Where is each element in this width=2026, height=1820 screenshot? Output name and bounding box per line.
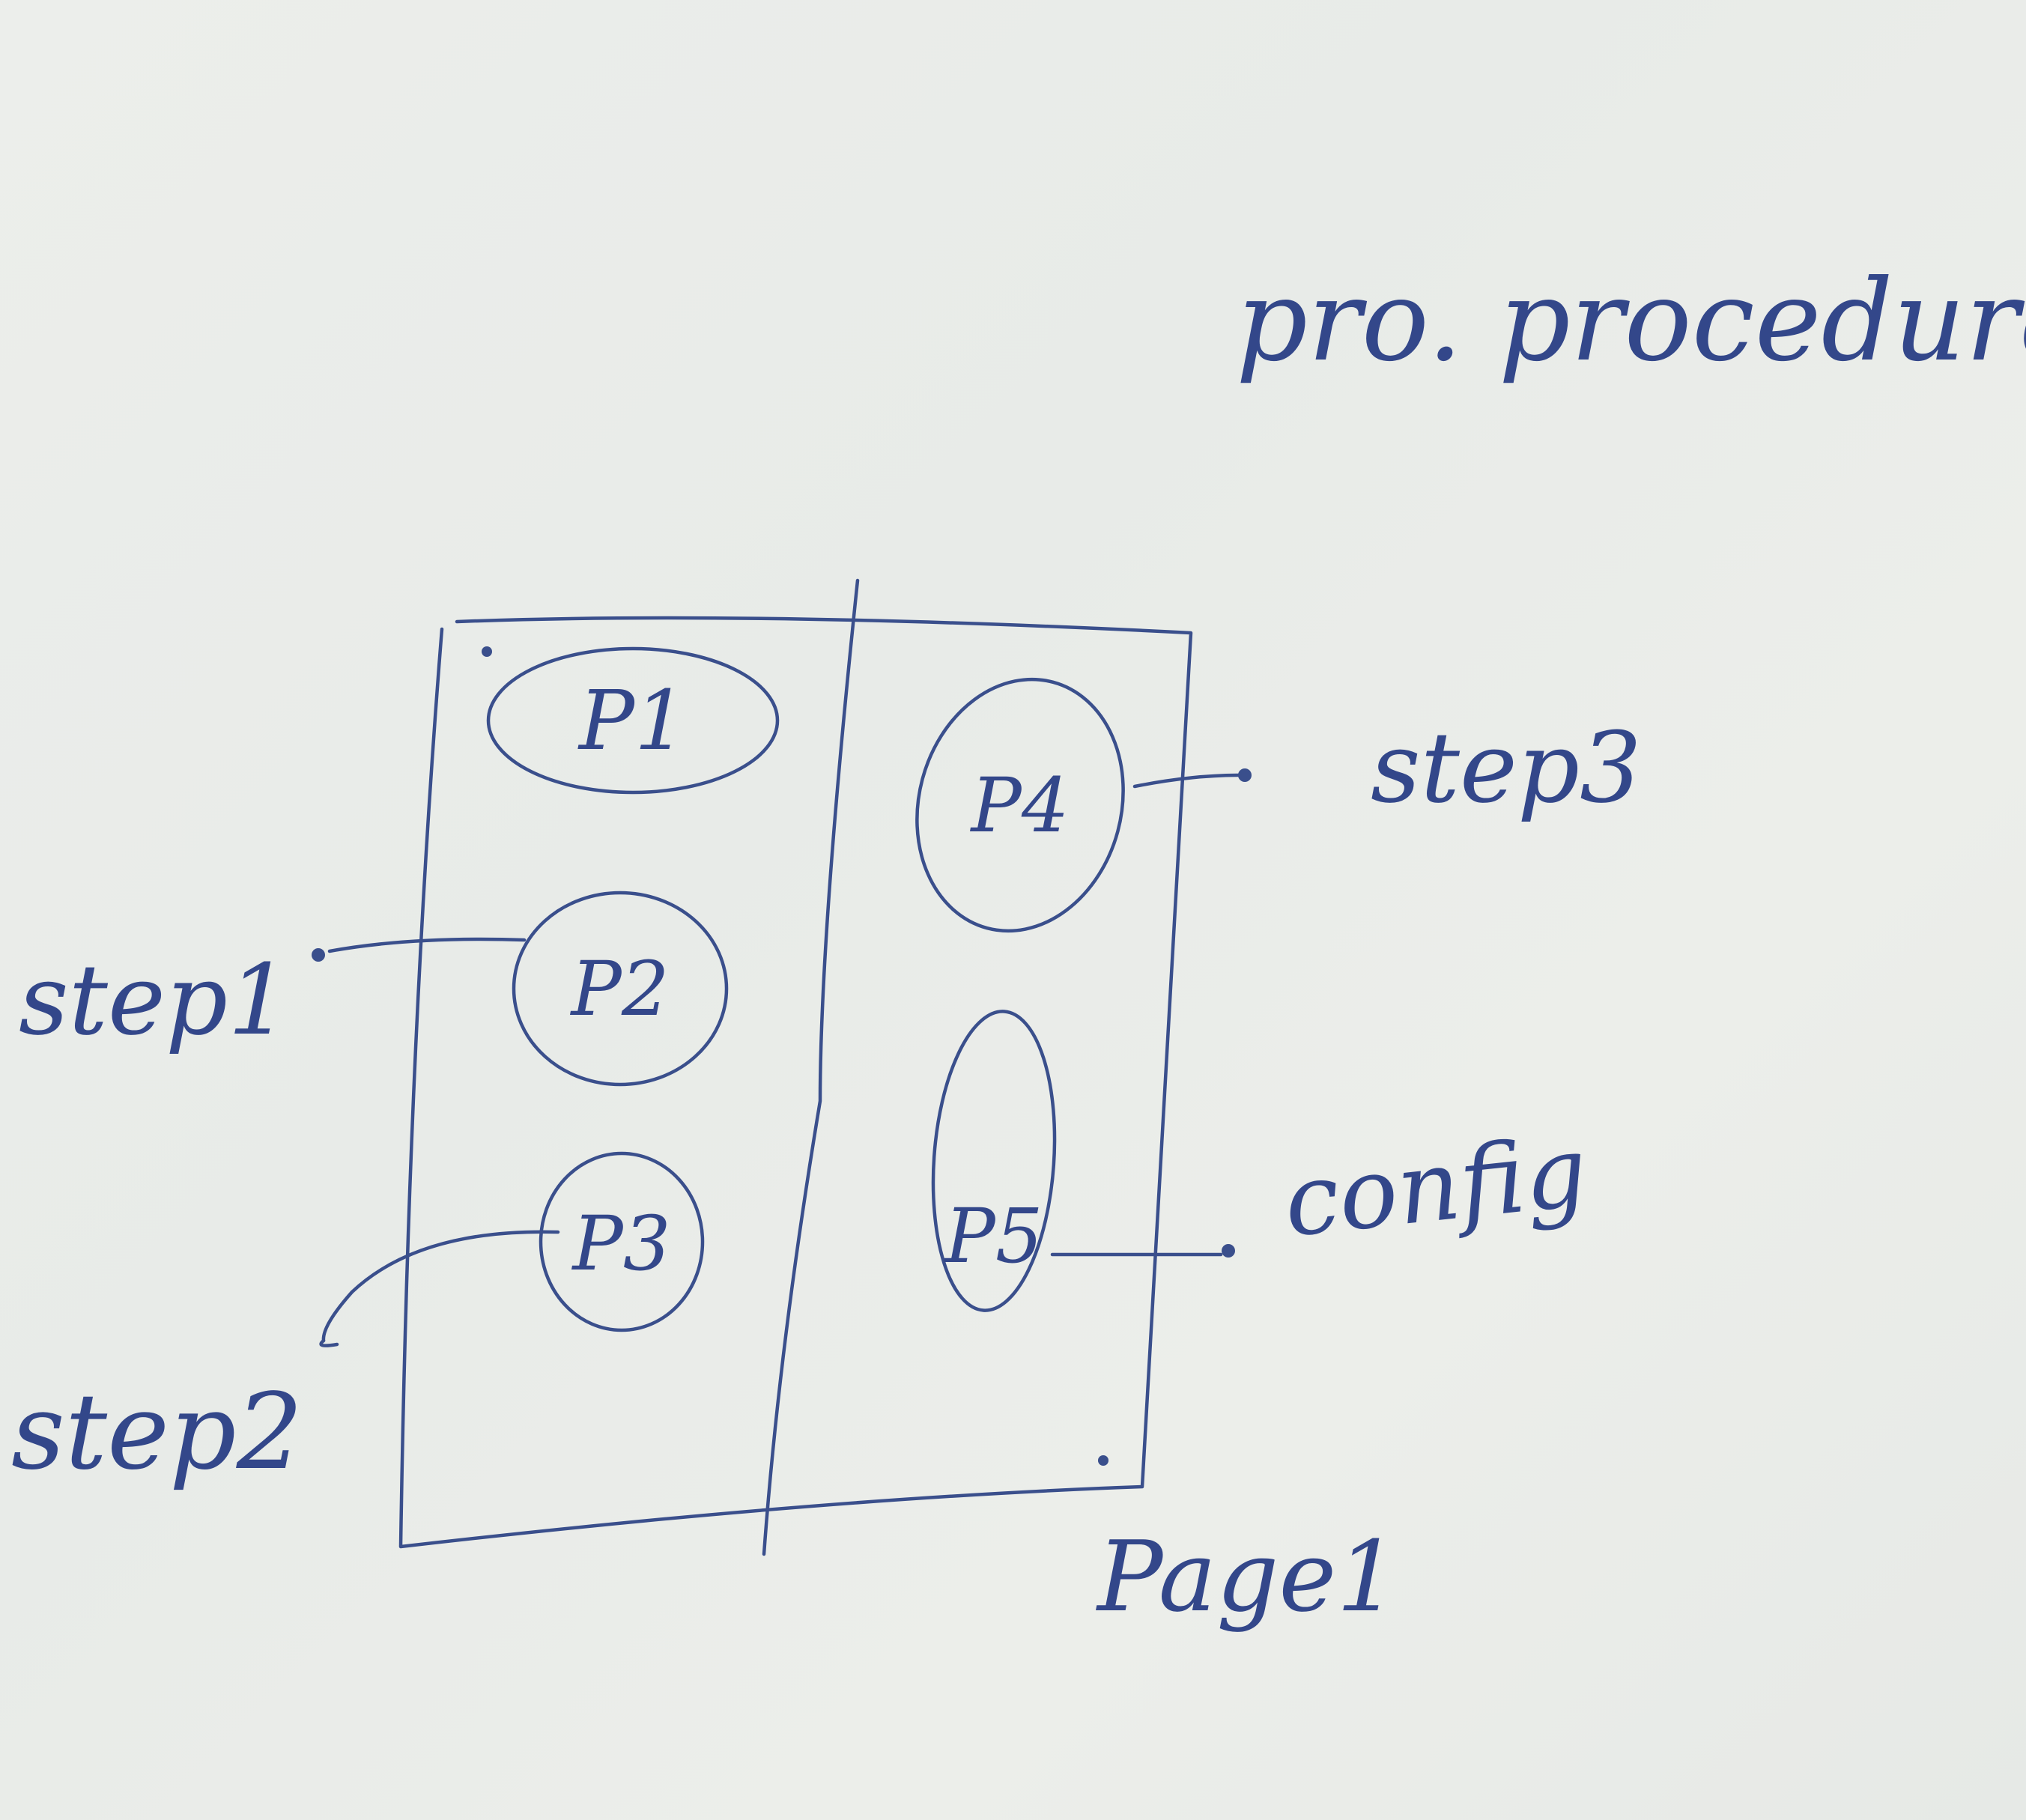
node-p5: P5: [931, 1010, 1057, 1312]
page-outline: [398, 616, 1193, 1549]
node-p3-label: P3: [571, 1200, 671, 1287]
node-p2: P2: [512, 891, 729, 1087]
node-p1-ellipse: [486, 646, 780, 795]
node-p4-label: P4: [970, 762, 1070, 849]
title-text: pro. procedures: [1236, 256, 2026, 386]
node-p2-ellipse: [512, 891, 729, 1087]
connector-step3: [1132, 773, 1242, 789]
node-p5-label: P5: [944, 1192, 1043, 1280]
step3-label: step3: [1371, 711, 1642, 825]
node-p1-label: P1: [577, 673, 687, 768]
corner-dot-top: [482, 646, 492, 657]
connector-step2-hook: [319, 1338, 339, 1347]
connector-config-dot: [1222, 1244, 1235, 1258]
step2-label: step2: [11, 1371, 303, 1493]
node-p3: P3: [539, 1151, 705, 1332]
connector-step1: [327, 937, 527, 953]
corner-dot-bottom: [1098, 1455, 1108, 1466]
node-p4-ellipse: [915, 677, 1125, 933]
node-p1: P1: [486, 646, 780, 795]
step1-label: step1: [19, 943, 290, 1057]
node-p4: P4: [915, 677, 1125, 933]
page-label: Page1: [1096, 1520, 1398, 1634]
config-label: config: [1279, 1114, 1592, 1258]
connector-step3-dot: [1238, 768, 1252, 782]
node-p5-ellipse: [931, 1010, 1057, 1312]
node-p3-ellipse: [539, 1151, 705, 1332]
column-divider: [762, 578, 860, 1556]
connector-step2: [321, 1230, 560, 1343]
node-p2-label: P2: [570, 945, 670, 1033]
connector-step1-dot: [312, 948, 325, 962]
